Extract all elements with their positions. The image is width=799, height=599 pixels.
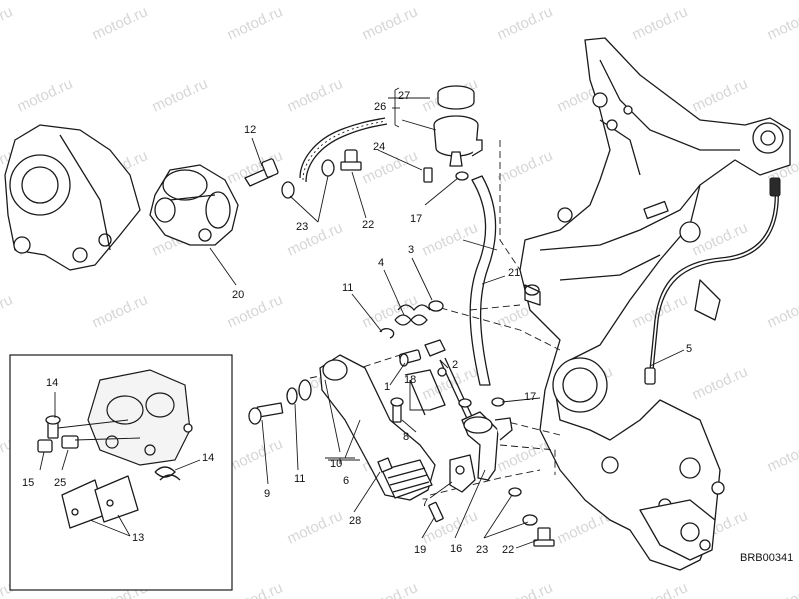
callout-25: 25 [54,477,66,489]
brake-hose-upper [299,117,388,183]
callout-14b: 14 [202,452,214,464]
watermark-text: motod.ru [765,435,799,475]
speed-sensor-cable [644,177,781,385]
watermark-text: motod.ru [225,435,286,475]
watermark-text: motod.ru [360,291,421,331]
brake-fluid-reservoir [433,85,483,167]
watermark-text: motod.ru [765,3,799,43]
watermark-text: motod.ru [360,3,421,43]
callout-1: 1 [384,381,390,393]
callout-7: 7 [422,497,428,509]
reference-code: BRB00341 [740,552,793,564]
callout-22a: 22 [362,219,374,231]
watermark-text: motod.ru [225,3,286,43]
callout-17a: 17 [410,213,422,225]
watermark-text: motod.ru [690,75,751,115]
watermark-text: motod.ru [285,219,346,259]
watermark-text: motod.ru [495,579,556,599]
watermark-text: motod.ru [0,3,15,43]
callout-13: 13 [132,532,144,544]
reservoir-hardware [423,167,469,183]
watermark-text: motod.ru [90,3,151,43]
watermark-text: motod.ru [690,363,751,403]
watermark-text: motod.ru [630,3,691,43]
callout-3: 3 [408,244,414,256]
watermark-text: motod.ru [765,291,799,331]
watermark-text: motod.ru [495,147,556,187]
callout-4: 4 [378,257,384,269]
brake-pedal [319,354,436,501]
callout-14a: 14 [46,377,58,389]
callout-layer: 1234567891011111213141415161717181920212… [22,90,692,556]
callout-20: 20 [232,289,244,301]
callout-27: 27 [398,90,410,102]
watermark-text: motod.ru [285,75,346,115]
reservoir-hose [469,175,497,386]
callout-26: 26 [374,101,386,113]
callout-18: 18 [404,374,416,386]
caliper-support-bracket [4,124,141,271]
watermark-text: motod.ru [360,147,421,187]
callout-15: 15 [22,477,34,489]
watermark-text: motod.ru [360,579,421,599]
leader-lines [39,87,685,549]
callout-24: 24 [373,141,385,153]
pedal-stop-bolt [377,397,404,473]
callout-8: 8 [403,431,409,443]
callout-28: 28 [349,515,361,527]
pedal-pivot-pin [398,339,476,426]
callout-10: 10 [330,458,342,470]
callout-9: 9 [264,488,270,500]
watermark-text: motod.ru [495,3,556,43]
pedal-pivot-bolt [248,379,312,425]
callout-21: 21 [508,267,520,279]
callout-11a: 11 [342,282,353,294]
master-cylinder-screws [428,398,555,547]
watermark-text: motod.ru [90,291,151,331]
rear-brake-caliper [149,164,239,246]
pedal-return-spring [379,300,444,339]
watermark-text: motod.ru [285,507,346,547]
callout-22b: 22 [502,544,514,556]
callout-16: 16 [450,543,462,555]
watermark-text: motod.ru [15,75,76,115]
callout-19: 19 [414,544,426,556]
callout-23b: 23 [476,544,488,556]
rear-master-cylinder [449,411,513,493]
watermark-text: motod.ru [0,291,15,331]
inset-detail-box [9,354,233,591]
callout-23a: 23 [296,221,308,233]
watermark-text: motod.ru [630,579,691,599]
watermark-text: motod.ru [420,219,481,259]
callout-6: 6 [343,475,349,487]
watermark-text: motod.ru [150,75,211,115]
callout-11b: 11 [294,473,305,485]
callout-5: 5 [686,343,692,355]
callout-17b: 17 [524,391,536,403]
frame-bracket [519,37,791,571]
callout-2: 2 [452,359,458,371]
watermark-text: motod.ru [225,579,286,599]
callout-12: 12 [244,124,256,136]
watermark-text: motod.ru [765,579,799,599]
